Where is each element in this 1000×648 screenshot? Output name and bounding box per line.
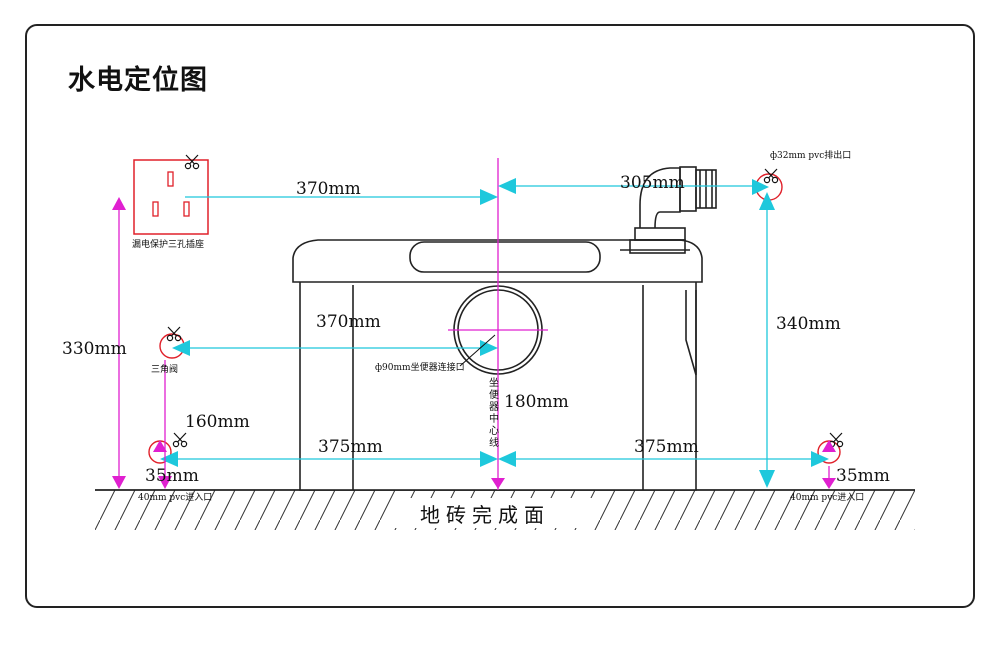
socket-callout: 漏电保护三孔插座 (132, 238, 204, 250)
svg-text:坐: 坐 (489, 377, 499, 389)
svg-text:心: 心 (489, 425, 499, 437)
floor-label: 地砖完成面 (420, 503, 550, 527)
dim-right-inlet-height: 35mm (836, 466, 890, 486)
dim-valve-to-center: 370mm (316, 312, 381, 332)
dim-outlet-height: 340mm (776, 314, 841, 334)
toilet-inlet-callout: ф90mm坐便器连接口 (375, 361, 465, 373)
svg-text:线: 线 (489, 436, 499, 449)
dim-valve-height: 160mm (185, 412, 250, 432)
dim-right-inlet-to-center: 375mm (634, 437, 699, 457)
angle-valve-callout: 三角阀 (151, 363, 178, 375)
dim-outlet-to-center: 305mm (620, 173, 685, 193)
horizontal-dimensions (160, 178, 829, 467)
dim-toilet-inlet-height: 180mm (504, 392, 569, 412)
dim-left-inlet-to-center: 375mm (318, 437, 383, 457)
centerline-label: 坐 便 器 中 心 线 (489, 377, 499, 449)
outlet-pipe-callout: ф32mm pvc排出口 (770, 149, 851, 161)
right-inlet-callout: 40mm pvc进入口 (790, 492, 864, 503)
svg-text:器: 器 (489, 401, 499, 413)
inlet-leader (459, 334, 496, 367)
dim-socket-height: 330mm (62, 339, 127, 359)
dim-socket-to-center: 370mm (296, 179, 361, 199)
svg-text:中: 中 (489, 412, 499, 425)
outlet-height-dimension (759, 192, 775, 488)
vertical-dimensions (112, 197, 836, 489)
page-title: 水电定位图 (68, 65, 208, 96)
svg-text:便: 便 (489, 388, 499, 401)
scissors-icon (172, 432, 188, 448)
dim-left-inlet-height: 35mm (145, 466, 199, 486)
floor: 地砖完成面 (95, 489, 915, 530)
left-inlet-callout: 40mm pvc进入口 (138, 492, 212, 503)
